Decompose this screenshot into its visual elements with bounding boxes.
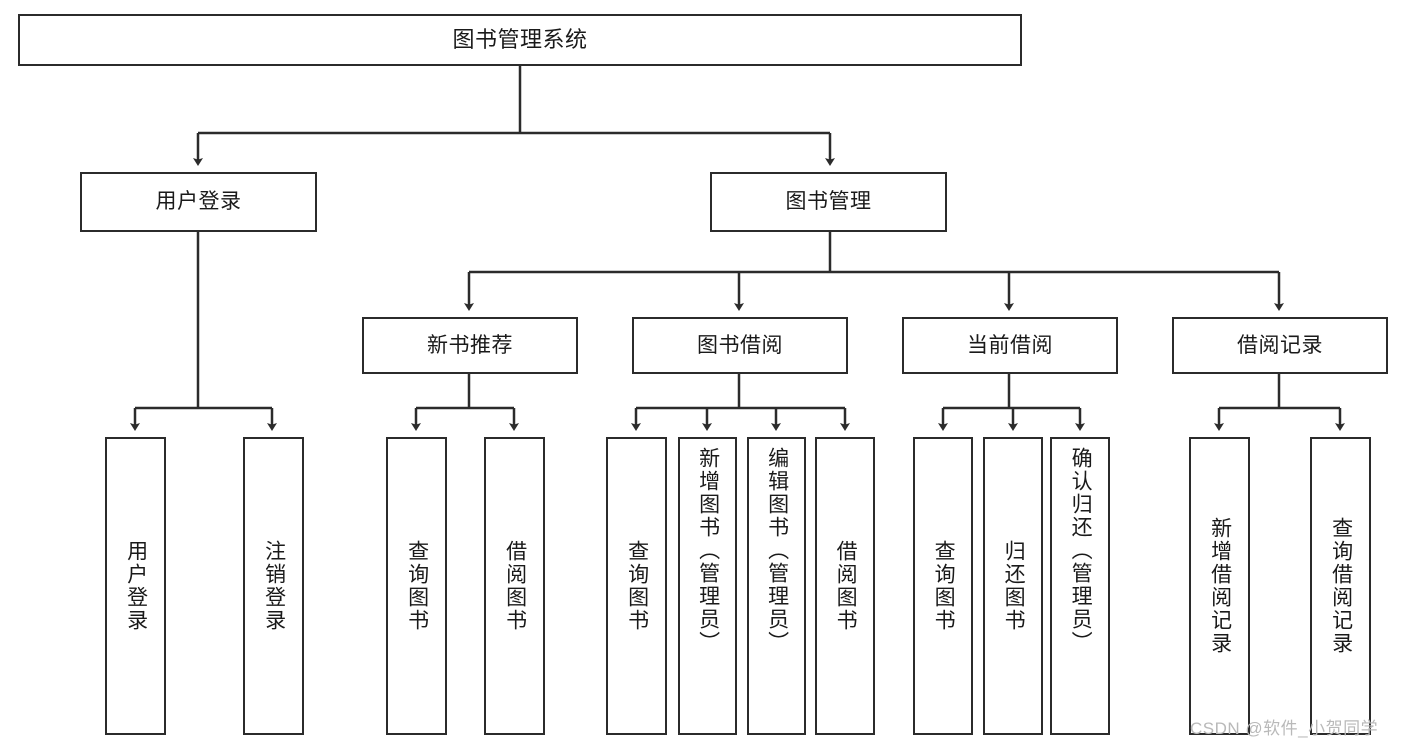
- leaf-add-borrow-record-label: 新增借阅记录: [1208, 517, 1232, 655]
- leaf-return-book[interactable]: 归还图书: [983, 437, 1043, 735]
- leaf-borrow-book-label: 借阅图书: [834, 540, 858, 632]
- node-current-borrowing-label: 当前借阅: [967, 333, 1053, 357]
- node-user-login[interactable]: 用户登录: [80, 172, 317, 232]
- leaf-return-book-label: 归还图书: [1002, 540, 1026, 632]
- leaf-borrow-book-recommendation[interactable]: 借阅图书: [484, 437, 545, 735]
- leaf-search-book-current-label: 查询图书: [932, 540, 956, 632]
- node-book-management-label: 图书管理: [785, 190, 872, 214]
- leaf-borrow-book[interactable]: 借阅图书: [815, 437, 875, 735]
- leaf-add-borrow-record[interactable]: 新增借阅记录: [1189, 437, 1250, 735]
- leaf-add-book-admin-label: 新增图书（管理员）: [696, 447, 720, 654]
- leaf-edit-book-admin[interactable]: 编辑图书（管理员）: [747, 437, 806, 735]
- leaf-confirm-return-admin[interactable]: 确认归还（管理员）: [1050, 437, 1110, 735]
- csdn-watermark: CSDN @软件_小贺同学: [1190, 719, 1379, 738]
- node-current-borrowing[interactable]: 当前借阅: [902, 317, 1118, 374]
- leaf-search-book-borrowing[interactable]: 查询图书: [606, 437, 667, 735]
- leaf-search-book-recommendation[interactable]: 查询图书: [386, 437, 447, 735]
- node-book-borrowing[interactable]: 图书借阅: [632, 317, 848, 374]
- leaf-search-book-borrowing-label: 查询图书: [625, 540, 649, 632]
- node-new-book-recommendation-label: 新书推荐: [427, 333, 513, 357]
- leaf-edit-book-admin-label: 编辑图书（管理员）: [765, 447, 789, 654]
- node-root[interactable]: 图书管理系统: [18, 14, 1022, 66]
- leaf-search-book-current[interactable]: 查询图书: [913, 437, 973, 735]
- leaf-add-book-admin[interactable]: 新增图书（管理员）: [678, 437, 737, 735]
- leaf-search-borrow-record-label: 查询借阅记录: [1329, 517, 1353, 655]
- leaf-user-login-label: 用户登录: [124, 540, 148, 632]
- leaf-user-logout-label: 注销登录: [262, 540, 286, 632]
- leaf-search-borrow-record[interactable]: 查询借阅记录: [1310, 437, 1371, 735]
- node-root-label: 图书管理系统: [452, 26, 588, 52]
- node-book-borrowing-label: 图书借阅: [697, 333, 783, 357]
- node-book-management[interactable]: 图书管理: [710, 172, 947, 232]
- node-borrow-records-label: 借阅记录: [1237, 333, 1323, 357]
- leaf-confirm-return-admin-label: 确认归还（管理员）: [1069, 447, 1093, 654]
- leaf-user-login[interactable]: 用户登录: [105, 437, 166, 735]
- leaf-search-book-recommendation-label: 查询图书: [405, 540, 429, 632]
- node-user-login-label: 用户登录: [155, 190, 242, 214]
- node-borrow-records[interactable]: 借阅记录: [1172, 317, 1388, 374]
- leaf-user-logout[interactable]: 注销登录: [243, 437, 304, 735]
- leaf-borrow-book-recommendation-label: 借阅图书: [503, 540, 527, 632]
- node-new-book-recommendation[interactable]: 新书推荐: [362, 317, 578, 374]
